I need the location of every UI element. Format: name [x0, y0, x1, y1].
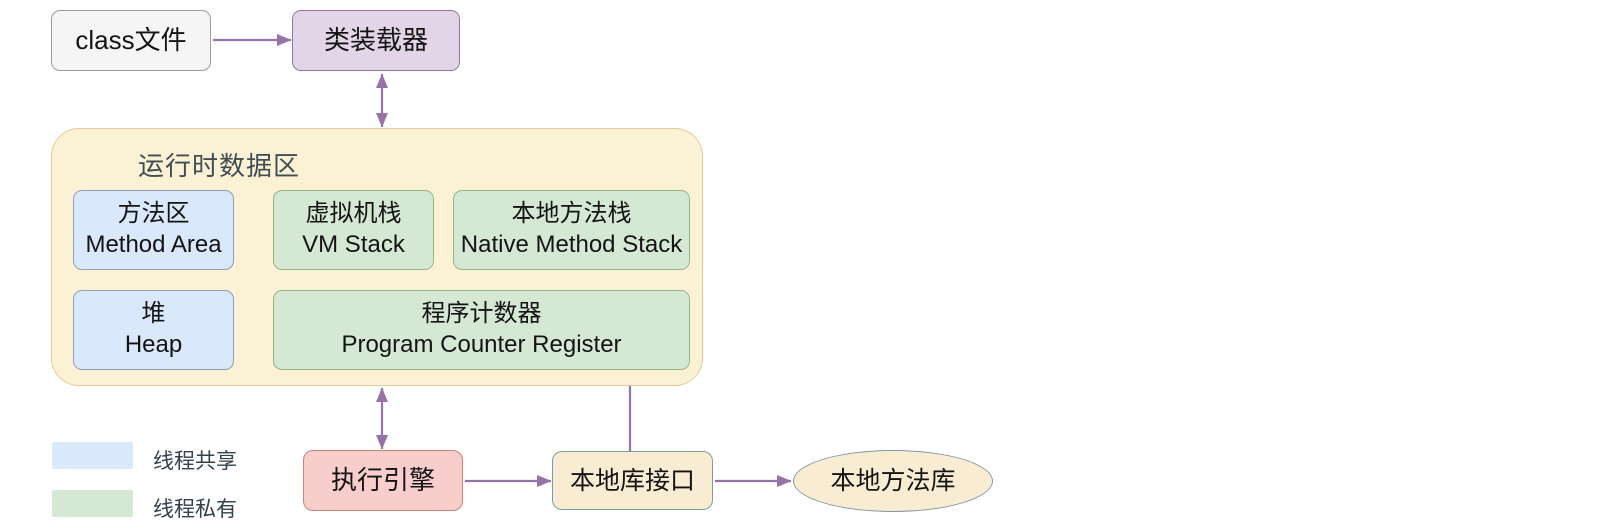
- heap-label-zh: 堆: [141, 300, 166, 328]
- native-interface-label: 本地库接口: [569, 466, 695, 495]
- heap-label-en: Heap: [124, 331, 183, 358]
- vm-stack-node: 虚拟机栈 VM Stack: [273, 190, 434, 270]
- native-method-library-node: 本地方法库: [793, 450, 993, 512]
- program-counter-register-node: 程序计数器 Program Counter Register: [273, 290, 690, 370]
- legend-thread-private-swatch: [52, 490, 133, 517]
- native-method-stack-label-zh: 本地方法栈: [511, 200, 632, 228]
- heap-node: 堆 Heap: [73, 290, 234, 370]
- method-area-label-zh: 方法区: [117, 200, 190, 228]
- native-interface-node: 本地库接口: [552, 451, 713, 510]
- legend-thread-shared-swatch: [52, 442, 133, 469]
- pc-register-label-zh: 程序计数器: [421, 300, 542, 328]
- vm-stack-label-en: VM Stack: [302, 231, 405, 258]
- vm-stack-label-zh: 虚拟机栈: [305, 200, 402, 228]
- class-file-label: class文件: [75, 24, 187, 55]
- legend-thread-private-label: 线程私有: [153, 498, 237, 521]
- native-method-stack-label-en: Native Method Stack: [460, 231, 683, 258]
- legend-thread-shared-label: 线程共享: [153, 450, 237, 473]
- class-loader-label: 类装载器: [323, 24, 428, 55]
- execution-engine-node: 执行引擎: [303, 450, 463, 511]
- execution-engine-label: 执行引擎: [330, 464, 435, 495]
- runtime-data-area-title: 运行时数据区: [138, 151, 301, 181]
- method-area-label-en: Method Area: [85, 231, 222, 258]
- method-area-node: 方法区 Method Area: [73, 190, 234, 270]
- class-loader-node: 类装载器: [292, 10, 460, 71]
- class-file-node: class文件: [51, 10, 211, 71]
- native-method-stack-node: 本地方法栈 Native Method Stack: [453, 190, 690, 270]
- native-method-library-label: 本地方法库: [830, 467, 956, 495]
- pc-register-label-en: Program Counter Register: [341, 331, 622, 358]
